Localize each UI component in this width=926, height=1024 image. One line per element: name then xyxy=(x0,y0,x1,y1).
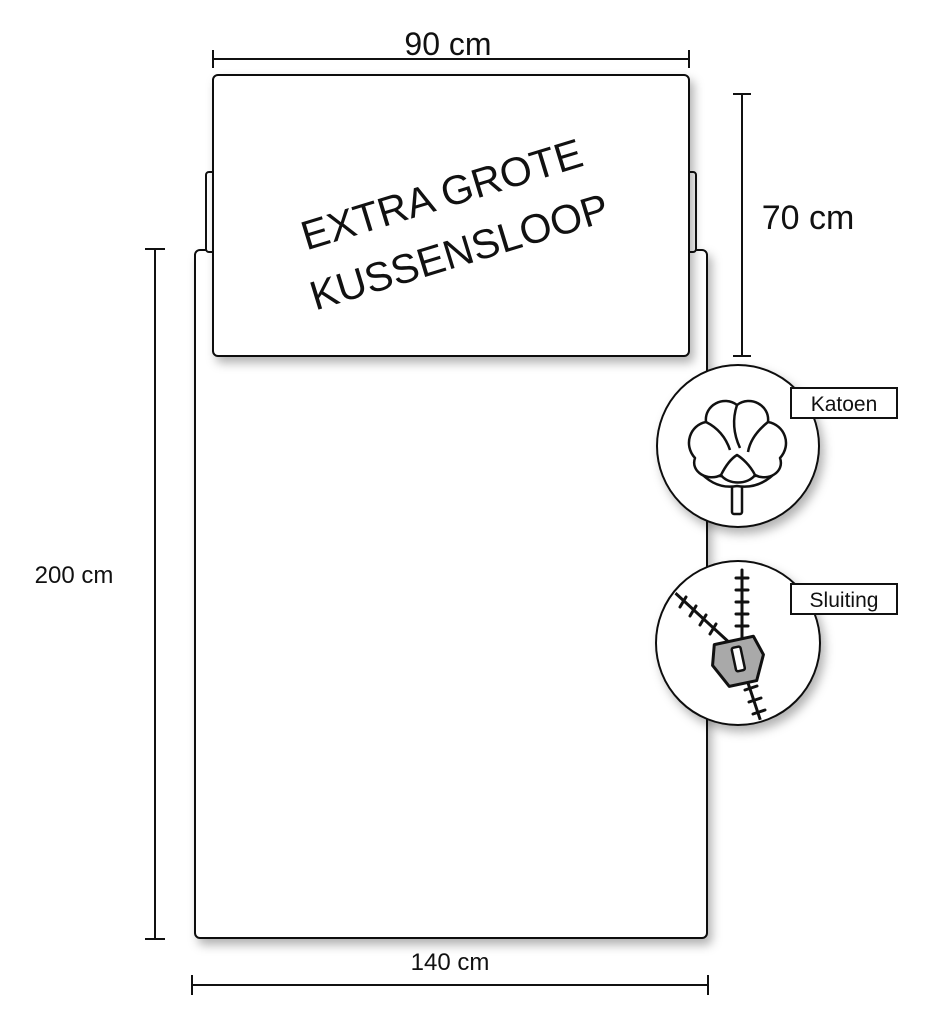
pillowcase xyxy=(212,74,690,357)
zipper-label: Sluiting xyxy=(810,589,879,612)
duvet-width-label: 140 cm xyxy=(411,949,490,976)
dimension-duvet-width: 140 cm xyxy=(191,949,709,995)
zipper-label-box xyxy=(790,583,898,615)
feature-cotton: Katoen xyxy=(656,364,898,528)
pillow-height-label: 70 cm xyxy=(762,199,855,237)
duvet-length-label: 200 cm xyxy=(35,562,114,589)
dimension-pillow-height: 70 cm xyxy=(733,93,855,357)
cotton-icon xyxy=(687,399,788,516)
cotton-label-box xyxy=(790,387,898,419)
feature-zipper: Sluiting xyxy=(655,560,898,726)
zipper-pull xyxy=(711,634,765,688)
pillow-width-label: 90 cm xyxy=(404,26,491,62)
cotton-label: Katoen xyxy=(811,393,878,416)
dimension-pillow-width: 90 cm xyxy=(212,26,690,68)
dimension-duvet-length: 200 cm xyxy=(35,248,165,940)
